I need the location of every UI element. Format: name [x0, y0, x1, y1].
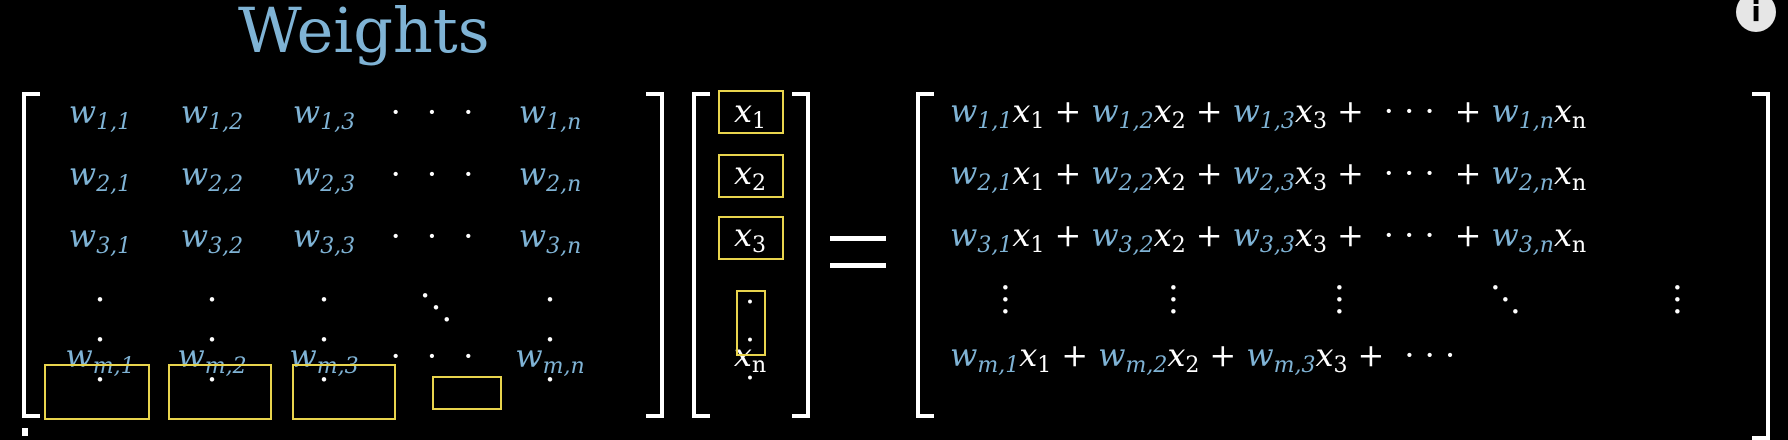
highlight-box — [432, 376, 502, 410]
highlight-box — [718, 90, 784, 134]
weight-cell: w1,1 — [68, 93, 132, 135]
weight-cell: ··· — [419, 276, 453, 340]
result-ellipsis: ··· — [1334, 268, 1345, 332]
weight-cell: ··· — [318, 280, 330, 400]
vector-entry: x1 — [733, 92, 767, 134]
highlight-box — [718, 154, 784, 198]
result-row: w2,1x1+w2,2x2+w2,3x3+· · ·+w2,nxn — [950, 154, 1587, 196]
result-ellipsis: ··· — [1490, 268, 1521, 332]
weight-cell: · · · — [390, 337, 482, 375]
weight-cell: w3,n — [518, 217, 582, 259]
matrix-right-bracket — [646, 92, 664, 418]
result-right-bracket — [1752, 92, 1770, 440]
weights-title: Weights — [238, 0, 490, 67]
weight-cell: w3,2 — [180, 217, 244, 259]
highlight-box — [168, 364, 272, 420]
lower-bracket-fragment — [22, 428, 28, 436]
vector-left-bracket — [692, 92, 710, 418]
weight-cell: ··· — [206, 280, 218, 400]
result-ellipsis: ··· — [1672, 268, 1683, 332]
equals-sign — [830, 236, 886, 268]
weight-cell: w1,3 — [292, 93, 356, 135]
result-ellipsis: ··· — [1168, 268, 1179, 332]
info-icon[interactable]: i — [1736, 0, 1776, 32]
weight-cell: w1,2 — [180, 93, 244, 135]
weight-cell: w2,3 — [292, 155, 356, 197]
matrix-left-bracket — [22, 92, 40, 418]
highlight-box — [44, 364, 150, 420]
result-row: wm,1x1+wm,2x2+wm,3x3+· · · — [950, 336, 1456, 378]
weight-cell: ··· — [94, 280, 106, 400]
weight-cell: ··· — [544, 280, 556, 400]
weight-cell: w2,1 — [68, 155, 132, 197]
weight-cell: w2,n — [518, 155, 582, 197]
highlight-box — [736, 290, 766, 356]
result-left-bracket — [916, 92, 934, 418]
weight-cell: wm,2 — [177, 337, 247, 379]
weight-cell: w2,2 — [180, 155, 244, 197]
result-ellipsis: ··· — [1000, 268, 1011, 332]
vector-entry: x3 — [733, 216, 767, 258]
weight-cell: w3,3 — [292, 217, 356, 259]
result-row: w3,1x1+w3,2x2+w3,3x3+· · ·+w3,nxn — [950, 216, 1587, 258]
vector-entry: ··· — [745, 285, 755, 396]
weight-cell: · · · — [390, 155, 482, 193]
weight-cell: w1,n — [518, 93, 582, 135]
weight-cell: · · · — [390, 93, 482, 131]
weight-cell: w3,1 — [68, 217, 132, 259]
highlight-box — [718, 216, 784, 260]
vector-right-bracket — [792, 92, 810, 418]
vector-entry: x2 — [733, 154, 767, 196]
weight-cell: · · · — [390, 217, 482, 255]
weight-cell: wm,1 — [65, 337, 135, 379]
weight-cell: wm,3 — [289, 337, 359, 379]
weight-cell: wm,n — [515, 337, 585, 379]
result-row: w1,1x1+w1,2x2+w1,3x3+· · ·+w1,nxn — [950, 92, 1587, 134]
highlight-box — [292, 364, 396, 420]
